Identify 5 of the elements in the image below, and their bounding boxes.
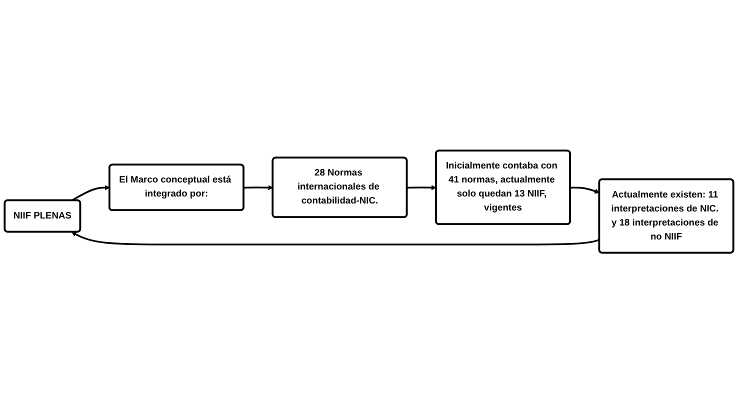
- arrow: [570, 187, 600, 194]
- arrow: [71, 185, 110, 202]
- arrow: [71, 232, 600, 246]
- arrow: [244, 185, 274, 190]
- arrow: [407, 185, 436, 190]
